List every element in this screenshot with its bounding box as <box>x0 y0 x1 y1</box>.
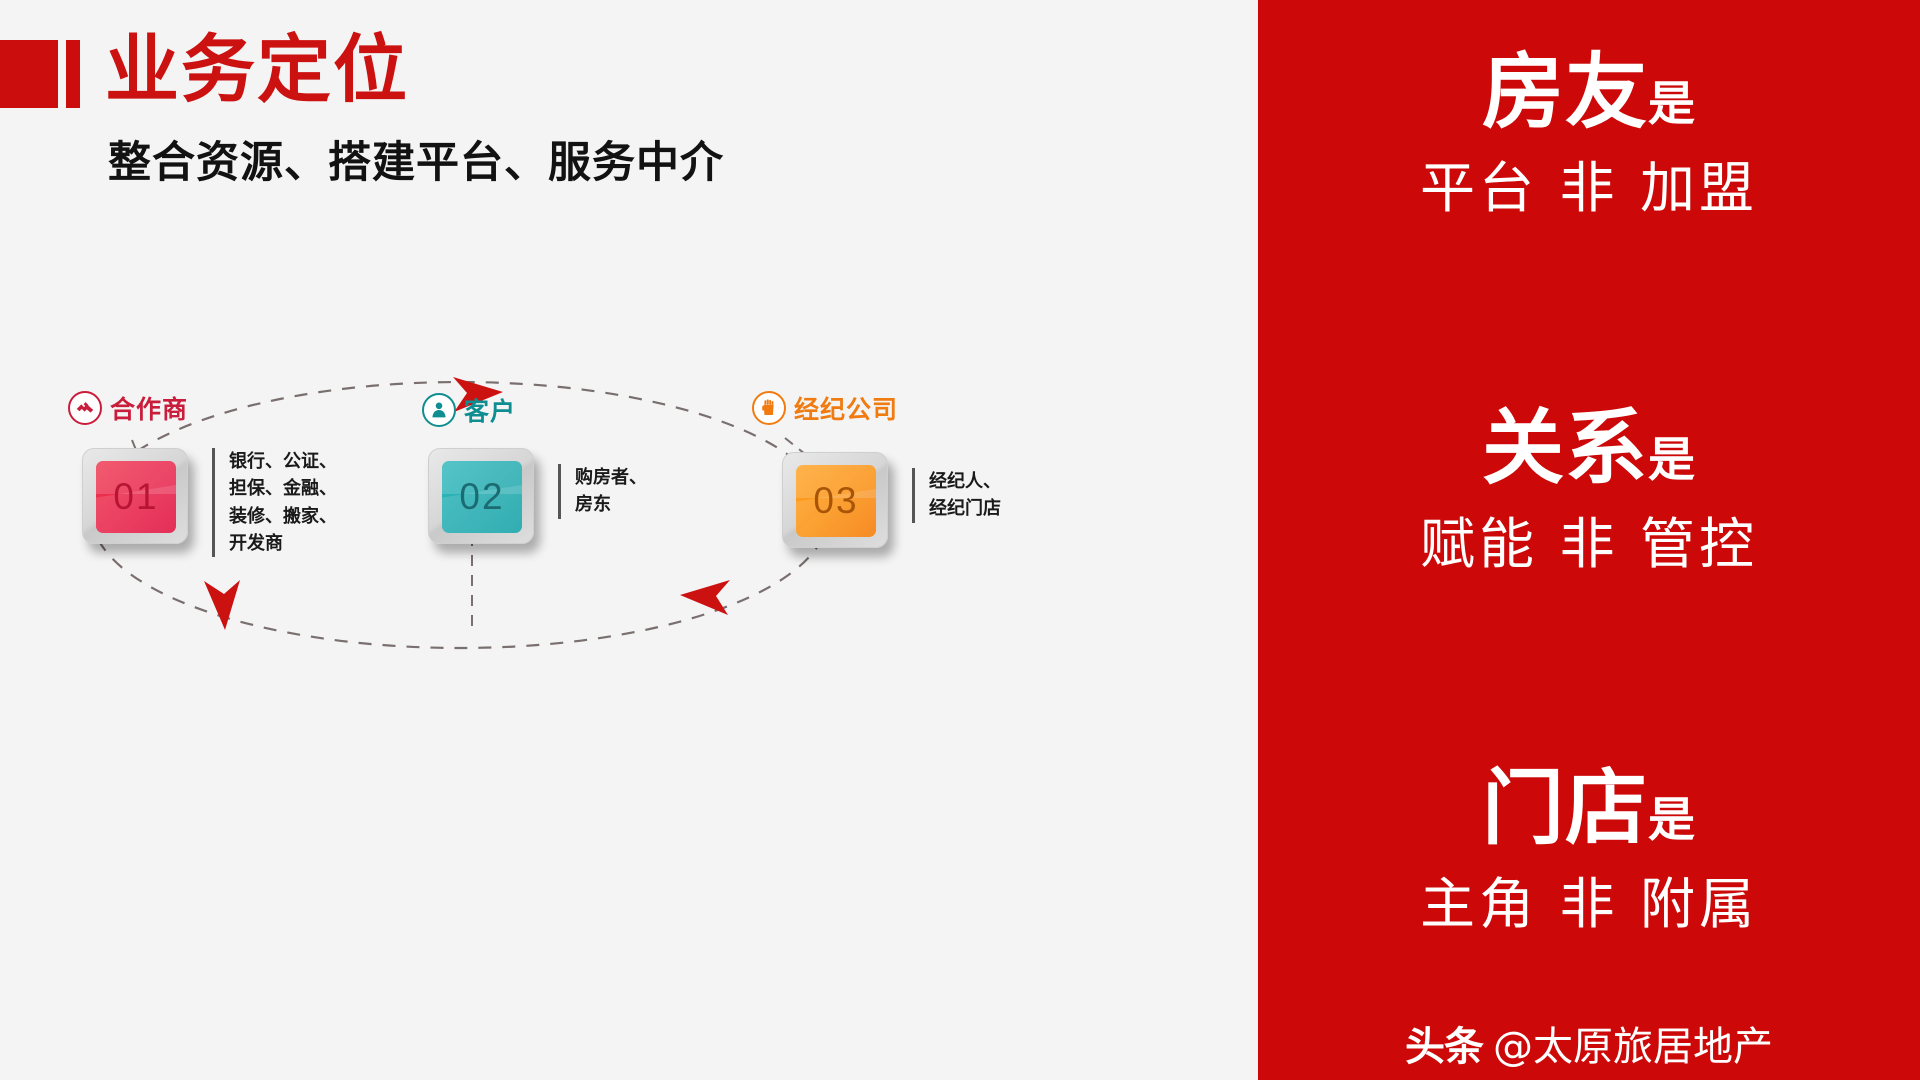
node-01-desc-line: 开发商 <box>229 533 283 555</box>
node-03-description: 经纪人、 经纪门店 <box>912 468 1001 523</box>
node-02-description: 购房者、 房东 <box>558 464 647 519</box>
statement-2-body: 赋能 非 管控 <box>1420 512 1758 576</box>
node-01-card: 01 <box>82 448 188 544</box>
node-02-number-tile: 02 <box>442 461 522 533</box>
slide-right-panel: 房友是 平台 非 加盟 关系是 赋能 非 管控 门店是 主角 非 附属 <box>1258 0 1920 1080</box>
statement-1: 房友是 平台 非 加盟 <box>1258 52 1920 219</box>
node-02-desc-line: 房东 <box>575 494 611 516</box>
arrow-bottom-right <box>680 580 730 615</box>
node-03-desc-line: 经纪门店 <box>929 498 1001 520</box>
statement-3-body: 主角 非 附属 <box>1420 872 1758 936</box>
node-01-number-tile: 01 <box>96 461 176 533</box>
statement-2: 关系是 赋能 非 管控 <box>1258 408 1920 575</box>
node-03-head: 经纪公司 <box>752 390 898 426</box>
watermark: 头条 @太原旅居地产 <box>1258 1014 1920 1072</box>
diagram-connector-paths <box>90 377 841 650</box>
node-01-head: 合作商 <box>68 390 188 426</box>
title-accent-bar-thin <box>66 40 80 108</box>
slide-left-panel: 业务定位 整合资源、搭建平台、服务中介 <box>0 0 1258 1080</box>
node-02-head: 客户 <box>422 392 516 428</box>
node-01-label: 合作商 <box>110 395 189 424</box>
arrow-bottom-left <box>204 580 240 630</box>
handshake-icon <box>68 391 102 425</box>
statement-3-head: 门店是 <box>1258 768 1920 850</box>
statement-3-connector: 是 <box>1648 793 1696 848</box>
watermark-brand: 头条 <box>1405 1024 1484 1070</box>
person-icon <box>422 393 456 427</box>
statement-1-subject: 房友 <box>1481 45 1648 140</box>
node-01-number: 01 <box>113 476 159 517</box>
node-01-description: 银行、公证、 担保、金融、 装修、搬家、 开发商 <box>212 448 337 558</box>
watermark-handle: @太原旅居地产 <box>1493 1024 1773 1070</box>
statement-1-connector: 是 <box>1648 77 1696 132</box>
page-subtitle: 整合资源、搭建平台、服务中介 <box>108 138 724 188</box>
node-02-number: 02 <box>459 476 505 517</box>
statement-1-head: 房友是 <box>1258 52 1920 134</box>
node-03-desc-line: 经纪人、 <box>929 471 1001 492</box>
node-02-card: 02 <box>428 448 534 544</box>
node-03-number: 03 <box>813 480 859 521</box>
statement-3-subject: 门店 <box>1481 761 1648 856</box>
statement-2-connector: 是 <box>1648 433 1696 488</box>
statement-2-head: 关系是 <box>1258 408 1920 490</box>
arrow-top <box>453 377 503 412</box>
node-03-card: 03 <box>782 452 888 548</box>
node-01-desc-line: 装修、搬家、 <box>229 505 337 527</box>
page-title: 业务定位 <box>105 27 409 113</box>
fist-icon <box>752 391 786 425</box>
node-01-desc-line: 银行、公证、 <box>229 451 337 472</box>
node-01-desc-line: 担保、金融、 <box>229 478 337 500</box>
statement-2-subject: 关系 <box>1481 401 1648 496</box>
node-02-label: 客户 <box>464 397 517 426</box>
statement-1-body: 平台 非 加盟 <box>1420 156 1758 220</box>
node-03-number-tile: 03 <box>796 465 876 537</box>
node-02-desc-line: 购房者、 <box>575 467 647 488</box>
statement-3: 门店是 主角 非 附属 <box>1258 768 1920 935</box>
node-03-label: 经纪公司 <box>794 395 899 424</box>
title-row: 业务定位 <box>0 27 900 120</box>
cycle-diagram: 合作商 01 银行、公证、 担保、金融、 装修、搬家、 开发商 <box>40 330 1050 700</box>
title-accent-bar-wide <box>0 40 58 108</box>
